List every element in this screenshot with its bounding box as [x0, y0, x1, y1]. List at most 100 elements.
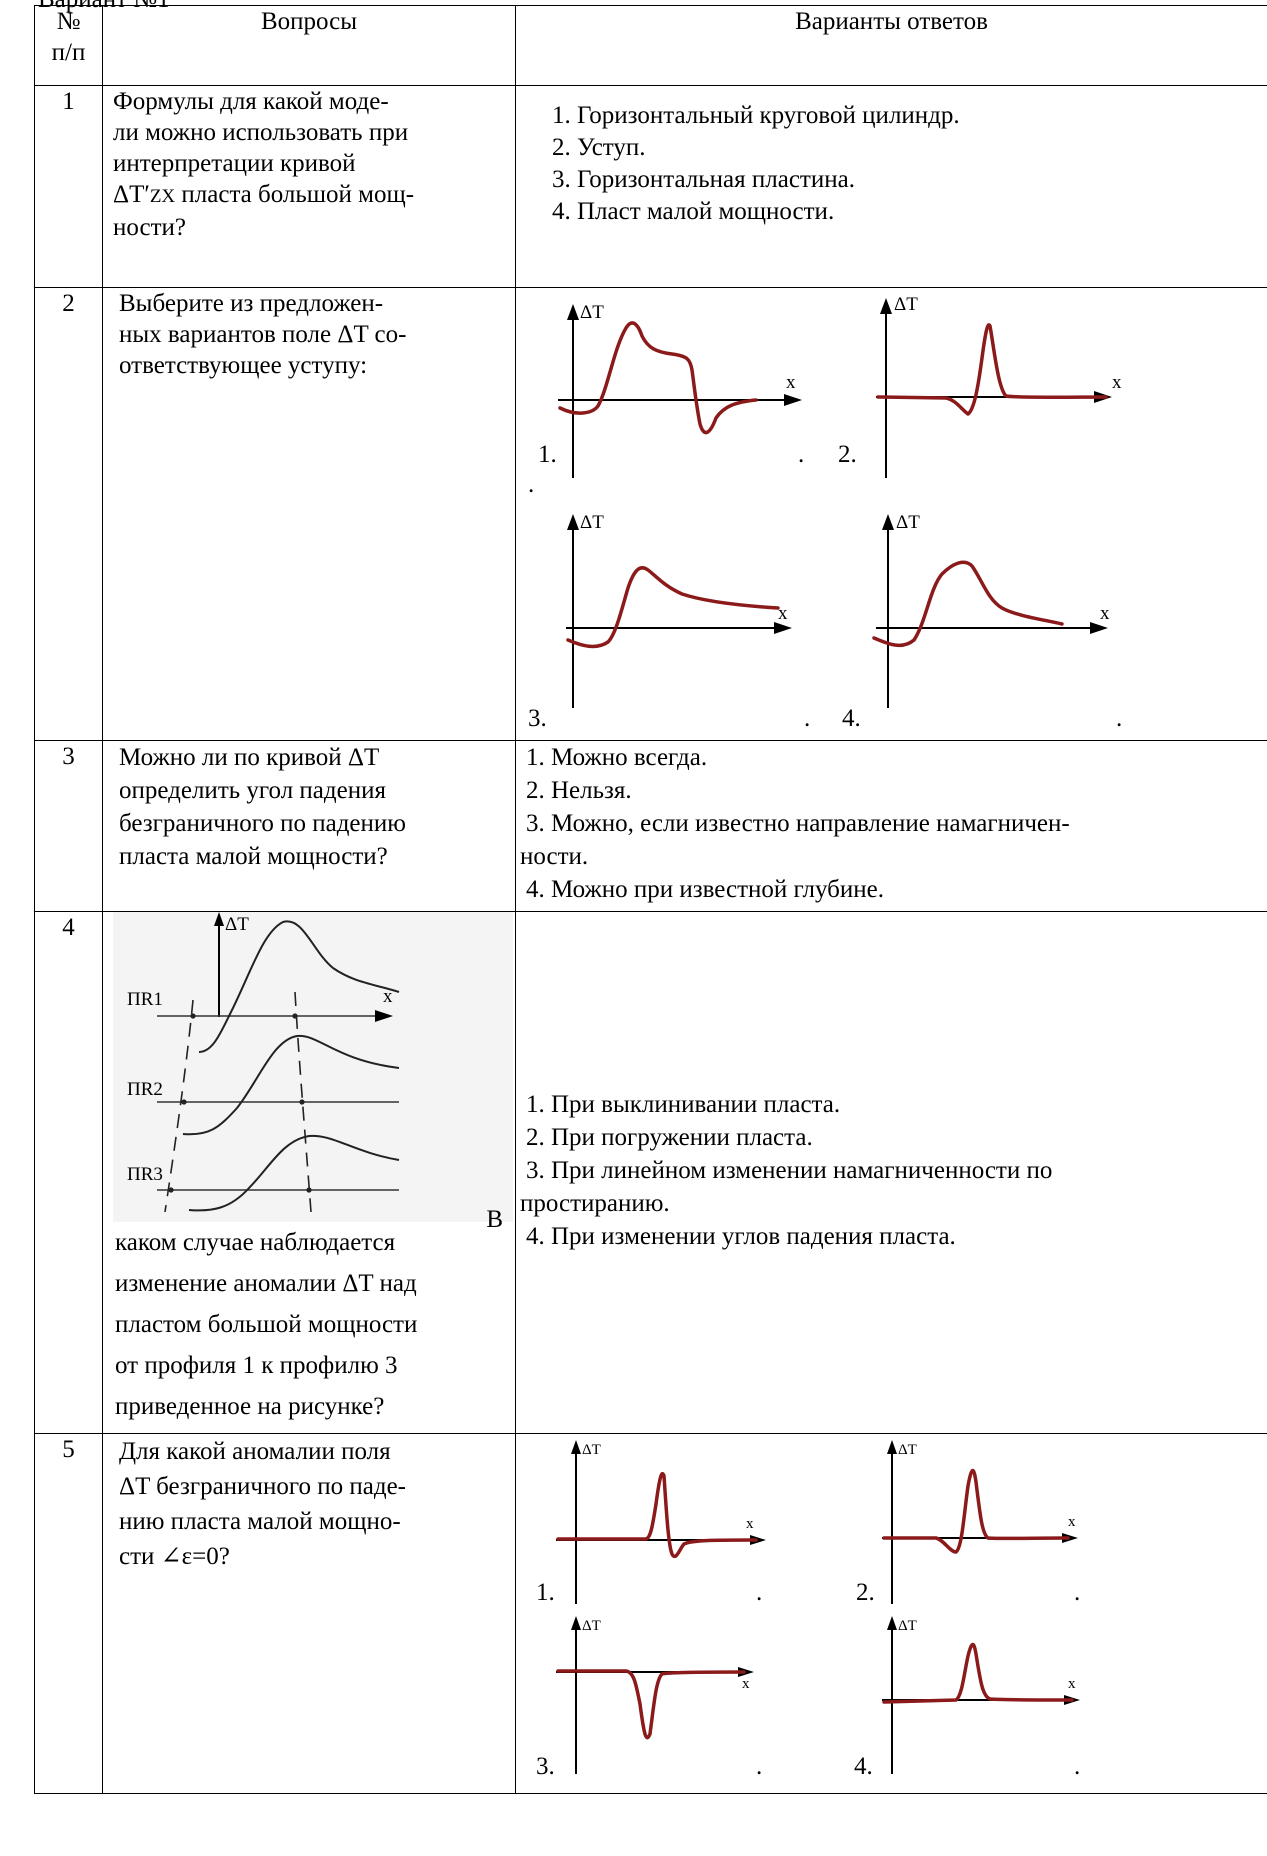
y-axis-arrow-icon	[214, 912, 224, 926]
graph-option-2[interactable]: ΔT x 2. .	[856, 1440, 1080, 1606]
question-text: пластом большой мощности	[115, 1311, 418, 1338]
answer-option-1[interactable]: 1. Можно всегда.	[526, 744, 708, 771]
profiles-figure: ΔT x ПR1 ПR2 ПR3	[113, 912, 513, 1222]
answer-option-1[interactable]: 1. Горизонтальный круговой цилиндр.	[552, 102, 960, 129]
x-axis-arrow-icon	[784, 394, 802, 406]
question-text: пласта малой мощности?	[119, 843, 388, 870]
profile-label-3: ПR3	[127, 1164, 163, 1185]
question-text: ΔT′	[113, 181, 150, 208]
question-text: ных вариантов поле ΔT со-	[119, 321, 407, 348]
anomaly-curve	[556, 1471, 758, 1559]
table-row: 2 Выберите из предложен- ных вариантов п…	[34, 287, 1267, 741]
answer-option-3[interactable]: 3. Горизонтальная пластина.	[552, 166, 855, 193]
answer-option-4[interactable]: 4. При изменении углов падения пласта.	[526, 1223, 956, 1250]
row-number: 4	[34, 911, 103, 1434]
header-answers: Варианты ответов	[515, 5, 1267, 86]
answers-cell: ΔT x 1. . ΔT x	[515, 1433, 1267, 1794]
answer-option-3-cont: ности.	[520, 843, 589, 870]
axis-label-y: ΔT	[582, 1442, 601, 1458]
table-row: 3 Можно ли по кривой ΔT определить угол …	[34, 740, 1267, 912]
anomaly-curve	[882, 1642, 1074, 1704]
question-text: безграничного по падению	[119, 810, 406, 837]
question-text: ответствующее уступу:	[119, 352, 368, 379]
option-label: 4.	[842, 705, 861, 732]
y-axis-arrow-icon	[567, 304, 579, 320]
question-cell: Для какой аномалии поля ΔT безграничного…	[102, 1433, 516, 1794]
option-label: 3.	[528, 705, 547, 732]
x-axis-arrow-icon	[750, 1535, 766, 1545]
answer-option-3-cont: простиранию.	[520, 1190, 670, 1217]
question-text: ΔT безграничного по паде-	[119, 1473, 406, 1500]
answer-option-1[interactable]: 1. При выклинивании пласта.	[526, 1091, 841, 1118]
answer-options: 1. Горизонтальный круговой цилиндр. 2. У…	[516, 86, 1267, 228]
question-text: Формулы для какой моде-	[113, 88, 389, 115]
trailing-dot: .	[1074, 1753, 1080, 1780]
question-subscript: ZX	[149, 186, 176, 207]
trailing-dot: .	[756, 1579, 762, 1606]
answer-option-2[interactable]: 2. Уступ.	[552, 134, 646, 161]
x-axis-arrow-icon	[1062, 1533, 1078, 1543]
question-text: Для какой аномалии поля	[119, 1438, 391, 1465]
graph-option-1[interactable]: ΔT x 1. .	[538, 302, 804, 478]
question-cell: Можно ли по кривой ΔT определить угол па…	[102, 740, 516, 912]
axis-label-y: ΔT	[225, 914, 249, 935]
question-text: Можно ли по кривой ΔT	[119, 744, 380, 771]
answer-option-3[interactable]: 3. При линейном изменении намагниченност…	[526, 1157, 1053, 1184]
answer-options: 1. При выклинивании пласта. 2. При погру…	[516, 1088, 1267, 1253]
y-axis-arrow-icon	[880, 298, 892, 314]
table-row: 5 Для какой аномалии поля ΔT безгранично…	[34, 1433, 1267, 1794]
graph-option-3[interactable]: ΔT x 3. .	[528, 512, 810, 732]
graph-option-2[interactable]: ΔT x 2.	[838, 294, 1122, 478]
answer-option-4[interactable]: 4. Можно при известной глубине.	[526, 876, 885, 903]
row-number: 1	[34, 85, 103, 288]
axis-label-x: x	[1112, 372, 1122, 393]
question-text: сти ∠ε=0?	[119, 1543, 230, 1570]
question-text: определить угол падения	[119, 777, 386, 804]
answer-option-2[interactable]: 2. Нельзя.	[526, 777, 632, 804]
question-lead: В	[486, 1206, 503, 1233]
row-number: 3	[34, 740, 103, 912]
graph-option-3[interactable]: ΔT x 3. .	[536, 1616, 762, 1780]
axis-label-x: x	[778, 603, 788, 624]
trailing-dot: .	[804, 705, 810, 732]
y-axis-arrow-icon	[887, 1616, 897, 1630]
question-text: изменение аномалии ΔT над	[115, 1270, 417, 1297]
header-question: Вопросы	[102, 5, 516, 86]
axis-label-y: ΔT	[898, 1618, 917, 1634]
option-label: 4.	[854, 1753, 873, 1780]
trailing-dot: .	[1116, 705, 1122, 732]
graph-option-1[interactable]: ΔT x 1. .	[536, 1440, 766, 1606]
trailing-dot: .	[756, 1753, 762, 1780]
x-axis-arrow-icon	[1090, 622, 1108, 634]
question-cell: ΔT x ПR1 ПR2 ПR3	[102, 911, 516, 1434]
y-axis-arrow-icon	[882, 514, 894, 530]
question-text: ности?	[113, 214, 186, 241]
profile-1-curve	[198, 920, 400, 1053]
axis-label-x: x	[383, 986, 393, 1007]
axis-label-x: x	[786, 372, 796, 393]
answer-option-4[interactable]: 4. Пласт малой мощности.	[552, 198, 835, 225]
graph-option-4[interactable]: ΔT x 4. .	[854, 1616, 1080, 1780]
answer-option-3[interactable]: 3. Можно, если известно направление нама…	[526, 810, 1070, 837]
axis-label-x: x	[1068, 1514, 1076, 1530]
table-header-row: № п/п Вопросы Варианты ответов	[34, 5, 1267, 86]
answer-option-2[interactable]: 2. При погружении пласта.	[526, 1124, 813, 1151]
graph-option-4[interactable]: ΔT x 4. .	[842, 512, 1122, 732]
y-axis-arrow-icon	[571, 1440, 581, 1454]
row-number: 2	[34, 287, 103, 741]
axis-label-x: x	[742, 1676, 750, 1692]
option-label: 1.	[538, 441, 557, 468]
axis-label-y: ΔT	[894, 294, 918, 315]
header-number-line1: №	[56, 8, 81, 35]
axis-label-x: x	[1068, 1676, 1076, 1692]
marker-point	[190, 1013, 196, 1019]
option-label: 3.	[536, 1753, 555, 1780]
marker-point	[306, 1187, 312, 1193]
dashed-line-left	[164, 999, 194, 1213]
profile-2-curve	[182, 1034, 400, 1136]
axis-label-y: ΔT	[898, 1442, 917, 1458]
option-label: 2.	[856, 1579, 875, 1606]
x-axis-arrow-icon	[738, 1667, 754, 1677]
question-text: каком случае наблюдается	[115, 1229, 396, 1256]
anomaly-curve	[882, 1468, 1070, 1554]
